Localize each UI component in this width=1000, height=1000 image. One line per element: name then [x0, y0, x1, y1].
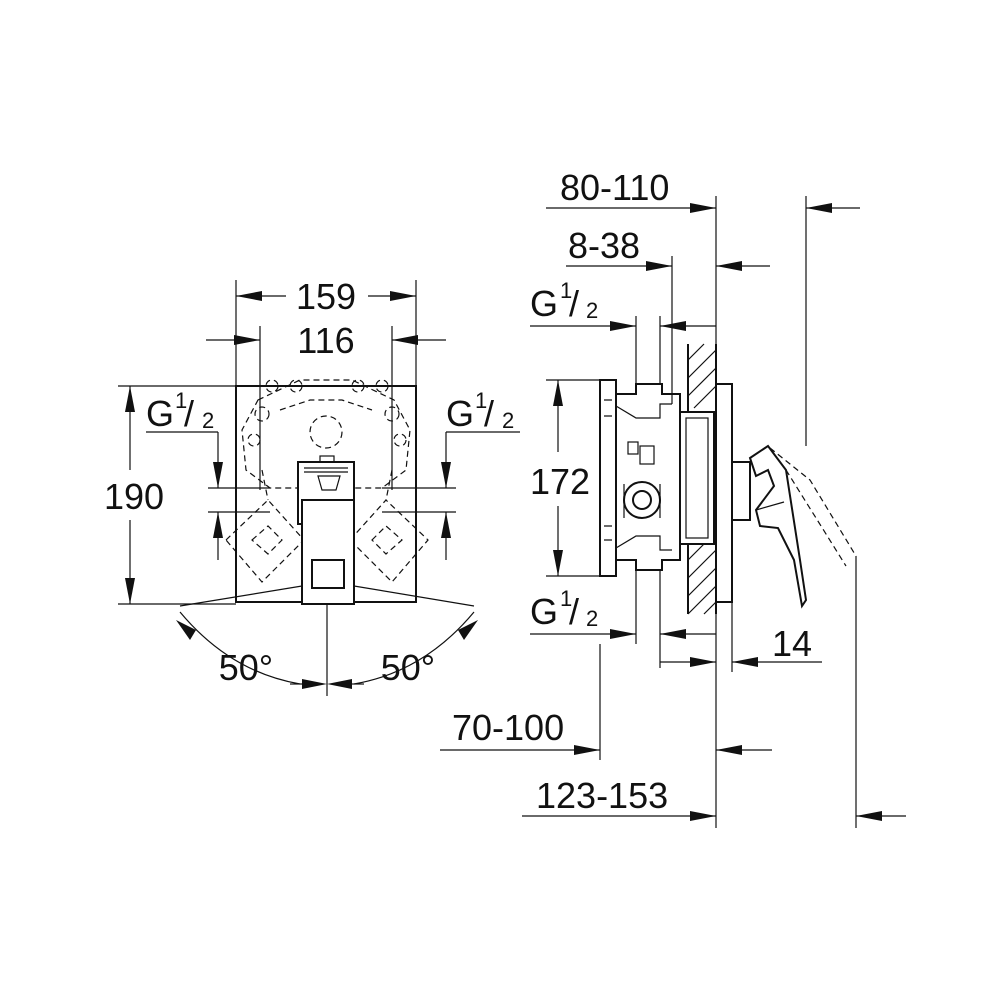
port-top-den: 2 — [586, 298, 598, 323]
port-right: G 1 / 2 — [382, 388, 520, 560]
port-right-den: 2 — [502, 408, 514, 433]
port-bottom-den: 2 — [586, 606, 598, 631]
dim-height-190: 190 — [104, 385, 236, 605]
port-left: G 1 / 2 — [146, 388, 270, 560]
port-bottom-num: 1 — [560, 586, 572, 611]
dim-height-172: 172 — [530, 379, 600, 577]
dim-depth-80-110: 80-110 — [546, 167, 860, 828]
wall-range-label: 8-38 — [568, 225, 640, 266]
depth-total-label: 123-153 — [536, 775, 668, 816]
rough-in-body — [599, 379, 715, 577]
port-left-letter: G — [146, 393, 174, 434]
depth-top-label: 80-110 — [560, 167, 669, 208]
depth-lower-label: 70-100 — [452, 707, 564, 748]
dim-angles: 50° 50° — [176, 585, 478, 696]
port-top-slash: / — [569, 283, 579, 324]
port-right-slash: / — [484, 393, 494, 434]
port-top-num: 1 — [560, 278, 572, 303]
dim-depth-123-153: 123-153 — [522, 775, 906, 821]
side-view: 80-110 8-38 G 1 / 2 — [440, 167, 906, 828]
angle-right-label: 50° — [381, 647, 435, 688]
width-outer-label: 159 — [296, 276, 356, 317]
port-left-num: 1 — [175, 388, 187, 413]
port-bottom-letter: G — [530, 591, 558, 632]
dim-width-159: 159 — [235, 276, 417, 386]
lever-handle — [297, 455, 355, 605]
port-left-den: 2 — [202, 408, 214, 433]
front-view: 159 116 190 — [104, 276, 520, 696]
dim-depth-70-100: 70-100 — [440, 644, 772, 760]
port-right-letter: G — [446, 393, 474, 434]
port-left-slash: / — [184, 393, 194, 434]
port-right-num: 1 — [475, 388, 487, 413]
width-inner-label: 116 — [297, 320, 354, 361]
port-top: G 1 / 2 — [530, 278, 716, 394]
dim-plate-14: 14 — [660, 602, 822, 672]
port-top-letter: G — [530, 283, 558, 324]
height-label: 190 — [104, 476, 164, 517]
port-bottom: G 1 / 2 — [530, 570, 716, 668]
dim-width-116: 116 — [206, 320, 446, 490]
port-bottom-slash: / — [569, 591, 579, 632]
angle-left-label: 50° — [219, 647, 273, 688]
dim-wall-8-38: 8-38 — [566, 225, 770, 404]
plate-thickness-label: 14 — [772, 623, 812, 664]
lever-profile — [715, 383, 857, 828]
body-height-label: 172 — [530, 461, 590, 502]
